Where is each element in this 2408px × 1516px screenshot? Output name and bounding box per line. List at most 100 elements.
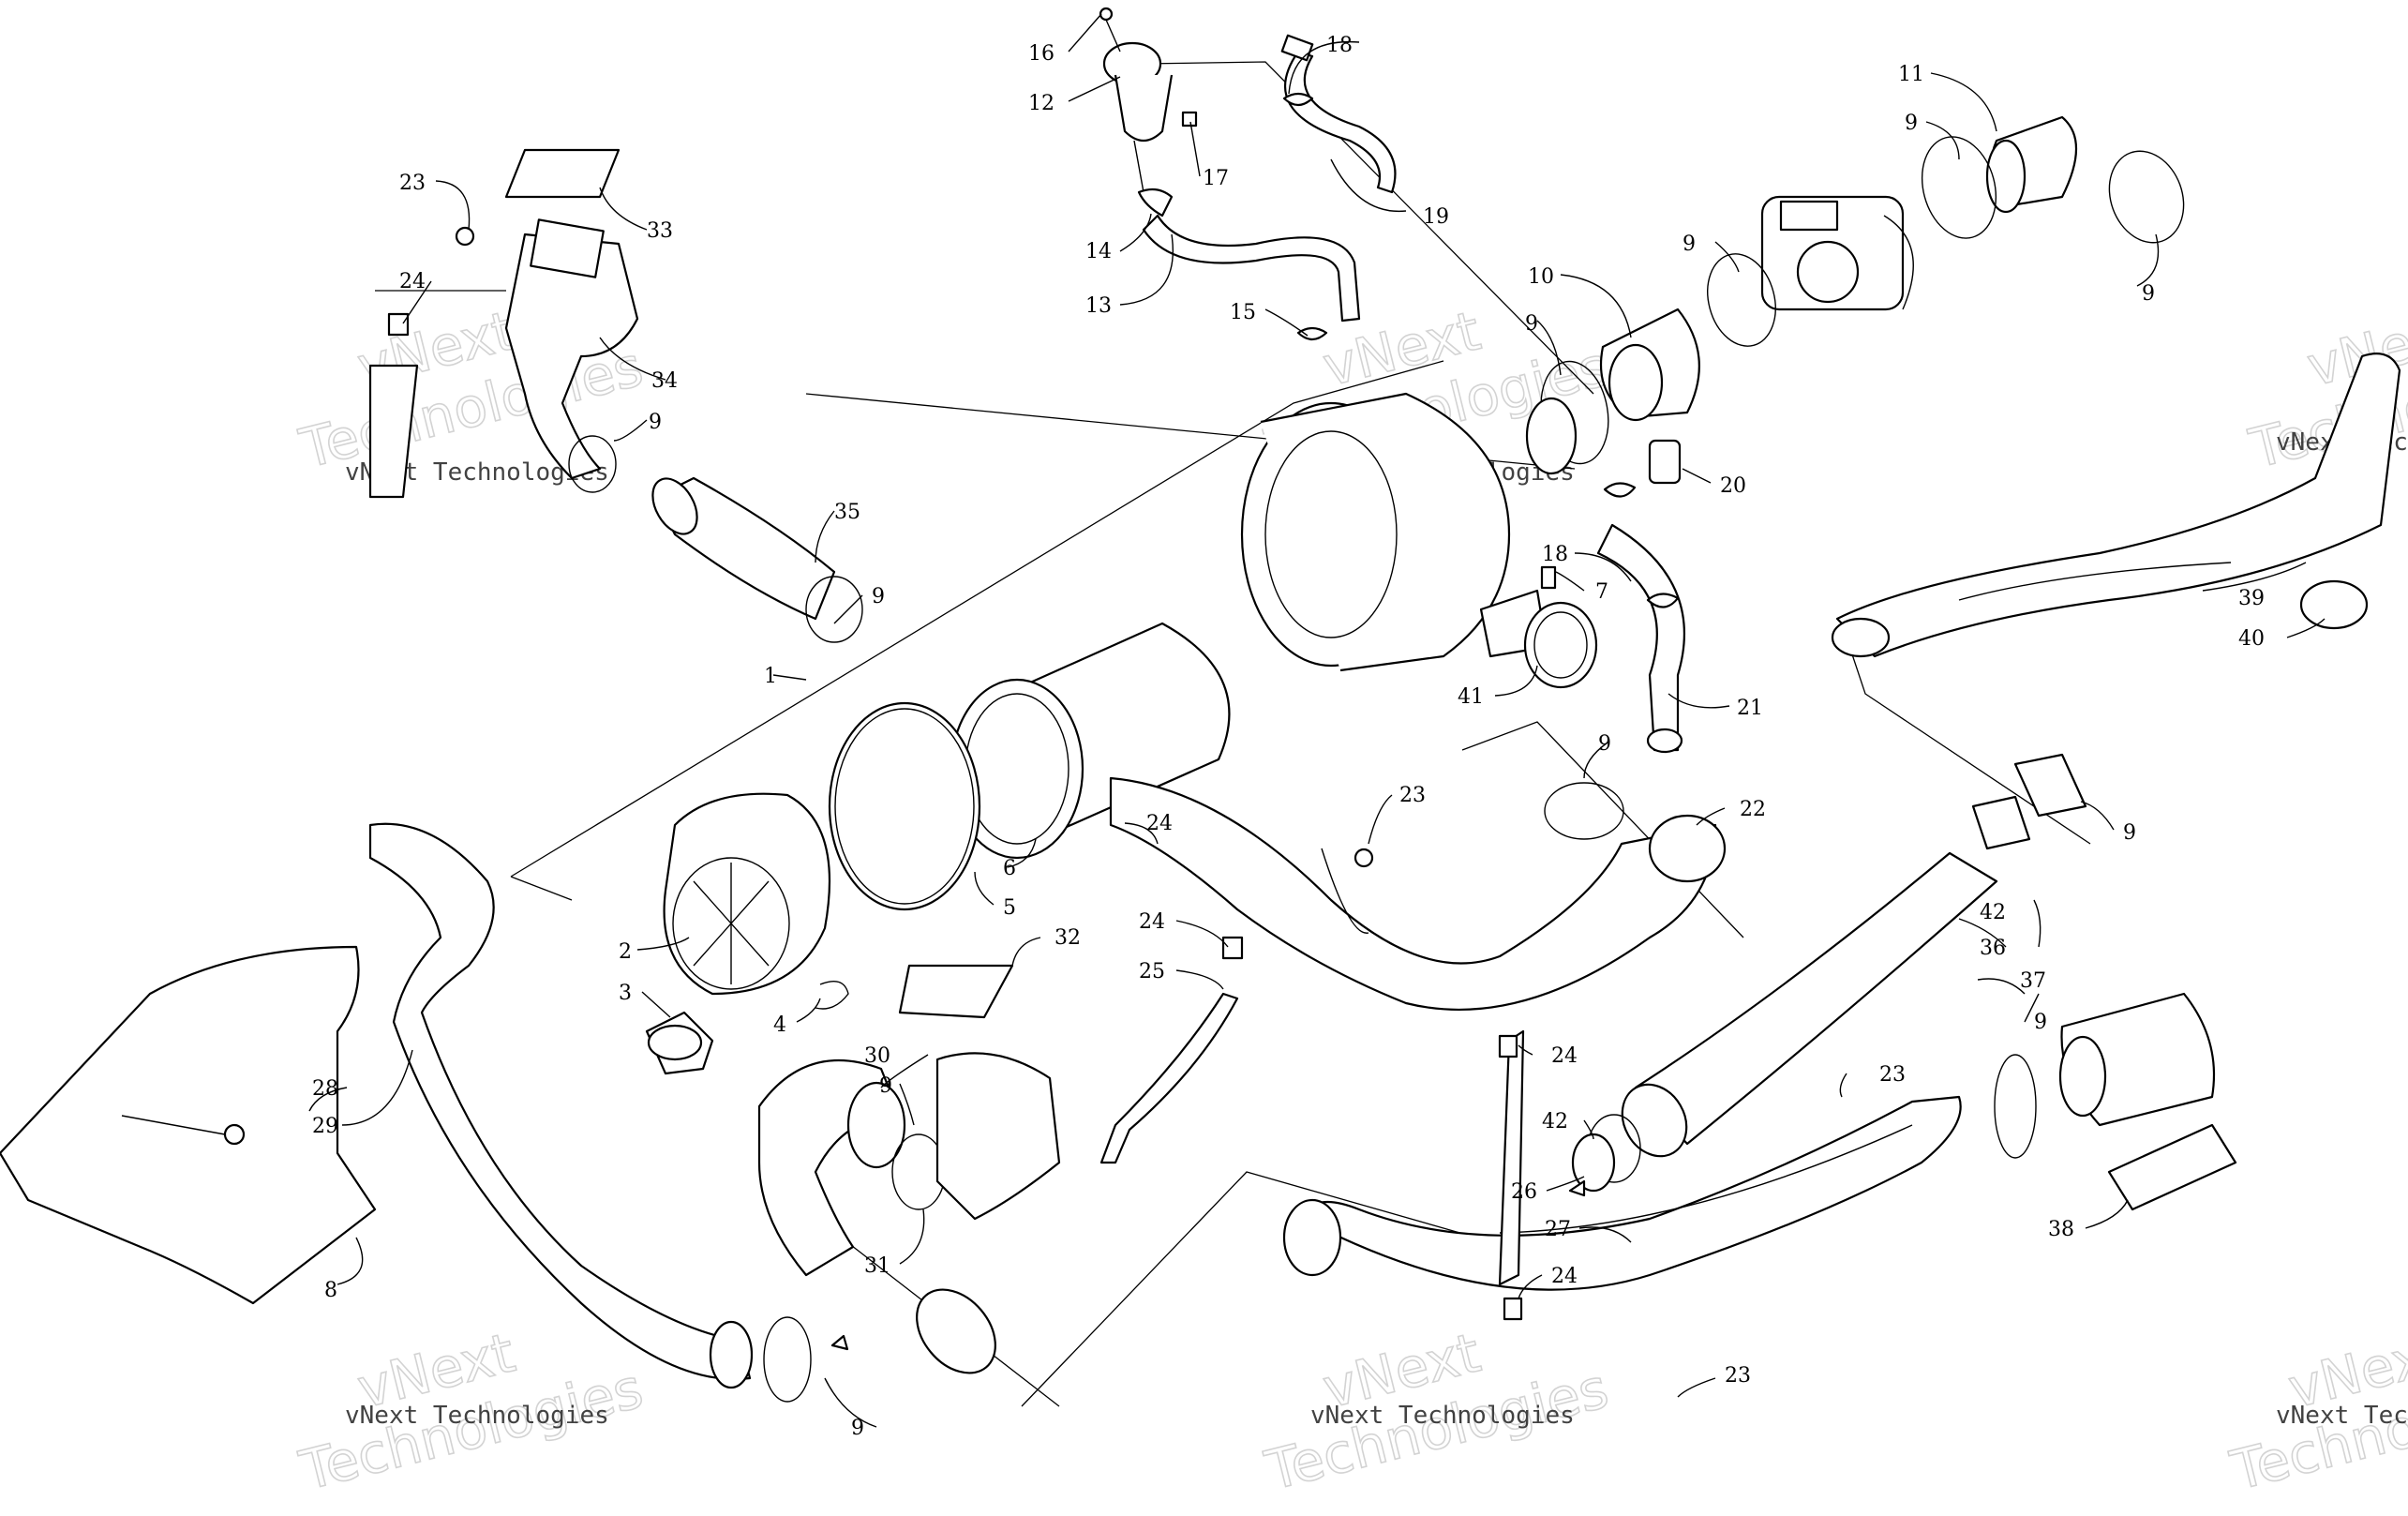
- cover-2: [663, 792, 830, 996]
- callout-42: 42: [1980, 901, 2006, 924]
- duct-27: [1282, 1095, 1962, 1291]
- callout-24: 24: [399, 270, 426, 293]
- callout-25: 25: [1139, 960, 1165, 983]
- parts: [0, 7, 2401, 1403]
- callout-17: 17: [1203, 167, 1229, 190]
- callout-34: 34: [651, 369, 678, 393]
- callout-16: 16: [1028, 42, 1054, 66]
- airbox-1: [1240, 392, 1578, 672]
- intake-housing-34: [368, 218, 639, 499]
- callout-24: 24: [1139, 910, 1165, 934]
- hose-21: [1596, 523, 1685, 754]
- vent-hose: [1280, 34, 1397, 194]
- callout-3: 3: [619, 982, 632, 1005]
- drain-valve-3: [645, 1011, 714, 1075]
- callout-40: 40: [2238, 627, 2265, 651]
- intake-coupler-11: [1985, 115, 2078, 214]
- callout-8: 8: [324, 1279, 337, 1302]
- watermark-small: vNext Technologies: [345, 1402, 609, 1430]
- watermark-small: vNext Technologies: [2276, 1402, 2408, 1430]
- callout-21: 21: [1737, 697, 1763, 720]
- callout-18: 18: [1542, 543, 1568, 566]
- clip-4: [815, 981, 849, 1010]
- duct-31: [935, 1052, 1061, 1221]
- callout-1: 1: [764, 665, 777, 688]
- callout-35: 35: [834, 501, 860, 524]
- throttle-body: [1760, 195, 1914, 311]
- callout-5: 5: [1003, 896, 1016, 920]
- callout-6: 6: [1003, 857, 1016, 880]
- callout-12: 12: [1028, 92, 1054, 115]
- filter-cover-33: [504, 148, 621, 199]
- callout-20: 20: [1720, 474, 1746, 498]
- bracket-25: [1099, 936, 1244, 1164]
- callout-13: 13: [1085, 294, 1112, 318]
- callout-36: 36: [1980, 937, 2006, 960]
- callout-23: 23: [399, 172, 426, 195]
- callout-4: 4: [773, 1013, 786, 1037]
- watermark-small: vNext Technologies: [1310, 1402, 1575, 1430]
- callout-9: 9: [1598, 732, 1611, 756]
- callout-9: 9: [872, 585, 885, 608]
- fitting-20: [1603, 439, 1682, 608]
- leader-lines: [308, 13, 2326, 1428]
- seal-5: [828, 701, 981, 911]
- callouts: 16 12 18 17 19 14 13 15 11 9 9 9 10 9 23…: [312, 34, 2265, 1440]
- shield-8: [0, 945, 377, 1305]
- callout-41: 41: [1458, 685, 1484, 709]
- callout-28: 28: [312, 1077, 338, 1101]
- callout-10: 10: [1528, 265, 1554, 289]
- callout-23: 23: [1879, 1063, 1906, 1087]
- callout-18: 18: [1326, 34, 1353, 57]
- callout-23: 23: [1399, 784, 1426, 807]
- callout-11: 11: [1898, 63, 1924, 86]
- callout-9: 9: [2034, 1011, 2047, 1034]
- callout-24: 24: [1551, 1044, 1578, 1068]
- callout-29: 29: [312, 1115, 338, 1138]
- callout-9: 9: [1683, 233, 1696, 256]
- callout-42: 42: [1542, 1110, 1568, 1133]
- callout-19: 19: [1423, 205, 1449, 229]
- vent-valve: [1099, 7, 1198, 193]
- callout-27: 27: [1545, 1218, 1571, 1241]
- boot-41: [1523, 601, 1598, 689]
- callout-9: 9: [2142, 282, 2155, 306]
- callout-32: 32: [1054, 926, 1081, 950]
- cover-32: [898, 964, 1014, 1019]
- callout-9: 9: [2123, 821, 2136, 845]
- duct-36: [1587, 753, 2087, 1183]
- sensor-7: [1540, 565, 1557, 590]
- callout-39: 39: [2238, 587, 2265, 610]
- callout-9: 9: [851, 1417, 864, 1440]
- clamp-9-bottom: [830, 1288, 996, 1374]
- callout-7: 7: [1595, 580, 1608, 604]
- vent-tube: [1137, 188, 1361, 341]
- callout-23: 23: [1725, 1364, 1751, 1388]
- callout-33: 33: [647, 219, 673, 243]
- duct-29: [368, 822, 812, 1403]
- elbow-30: [757, 1058, 946, 1277]
- callout-14: 14: [1085, 240, 1112, 263]
- callout-26: 26: [1511, 1180, 1537, 1204]
- callout-38: 38: [2048, 1218, 2074, 1241]
- callout-24: 24: [1551, 1265, 1578, 1288]
- clamp-40: [2299, 579, 2369, 630]
- callout-9: 9: [1525, 312, 1538, 336]
- boot-10: [1599, 308, 1700, 422]
- callout-15: 15: [1230, 301, 1256, 324]
- callout-2: 2: [619, 940, 632, 964]
- filter-element-6: [950, 622, 1231, 860]
- callout-22: 22: [1740, 798, 1766, 821]
- cover-38: [2107, 1123, 2237, 1211]
- callout-24: 24: [1146, 812, 1173, 835]
- duct-35: [568, 435, 863, 643]
- callout-37: 37: [2020, 969, 2046, 993]
- callout-9: 9: [1905, 112, 1918, 135]
- duct-37: [1994, 992, 2216, 1159]
- callout-9: 9: [879, 1074, 892, 1098]
- callout-31: 31: [864, 1254, 890, 1278]
- callout-30: 30: [864, 1044, 890, 1068]
- intake-tube-39: [1831, 353, 2401, 658]
- bracket-26: [1498, 1029, 1616, 1321]
